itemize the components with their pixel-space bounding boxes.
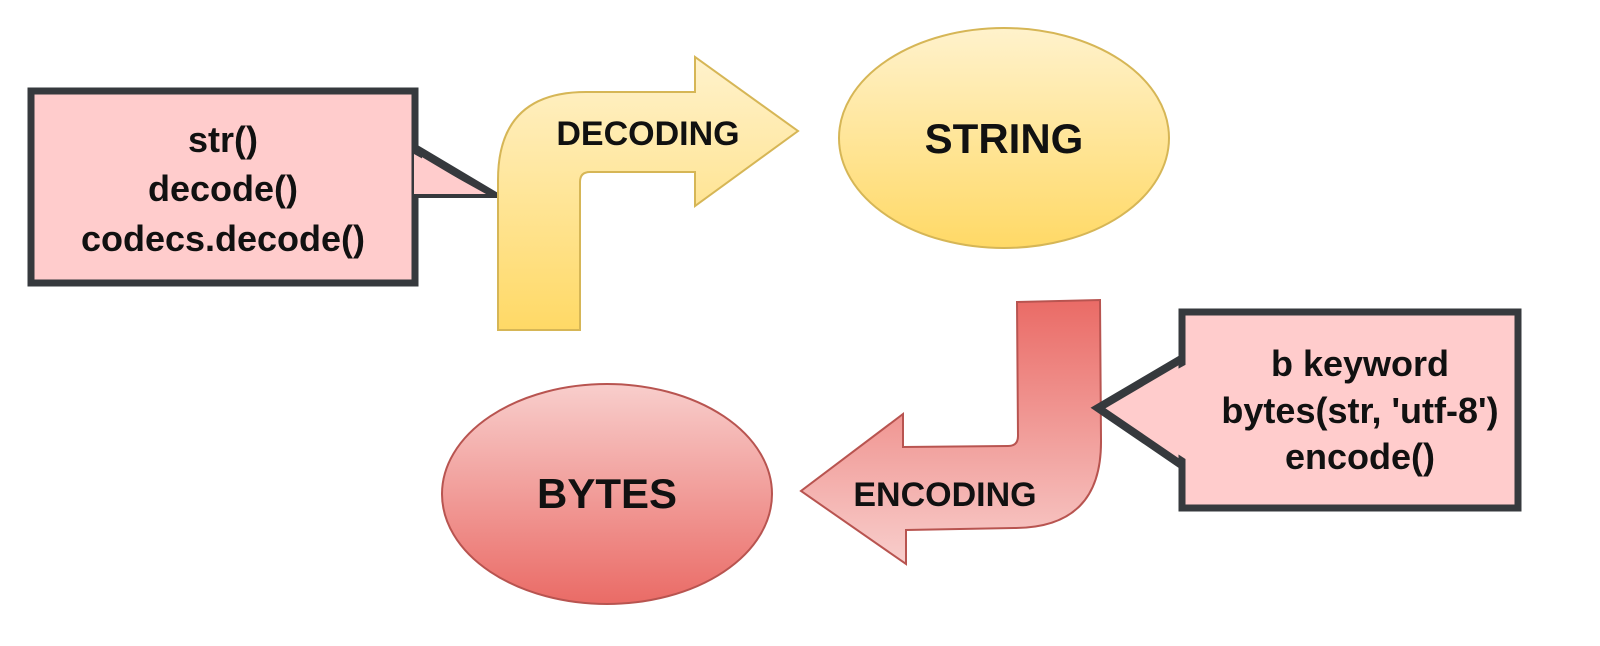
bytes-ellipse xyxy=(441,383,773,605)
decoding-arrow-label: DECODING xyxy=(556,115,739,153)
string-ellipse xyxy=(838,27,1170,249)
bytes-node: BYTES xyxy=(441,383,773,605)
bytes-node-label: BYTES xyxy=(537,470,677,517)
decoding-method-codecs-decode: codecs.decode() xyxy=(81,218,365,259)
encoding-method-encode: encode() xyxy=(1285,436,1435,477)
encoding-arrow-shape xyxy=(799,298,1103,566)
decoding-method-str: str() xyxy=(188,119,258,160)
encoding-method-b-keyword: b keyword xyxy=(1271,343,1449,384)
decoding-arrow: DECODING xyxy=(497,55,800,331)
decoding-method-decode: decode() xyxy=(148,168,298,209)
encoding-method-bytes-constructor: bytes(str, 'utf-8') xyxy=(1221,390,1498,431)
encoding-methods-callout: b keyword bytes(str, 'utf-8') encode() xyxy=(1090,308,1522,512)
decoding-arrow-shape xyxy=(497,55,800,331)
encoding-arrow: ENCODING xyxy=(799,298,1103,566)
string-node: STRING xyxy=(838,27,1170,249)
encoding-arrow-label: ENCODING xyxy=(853,476,1036,514)
string-node-label: STRING xyxy=(925,115,1084,162)
decoding-methods-callout: str() decode() codecs.decode() xyxy=(27,87,507,287)
decoding-callout-box xyxy=(27,87,419,287)
encoding-callout-box xyxy=(1178,308,1522,512)
